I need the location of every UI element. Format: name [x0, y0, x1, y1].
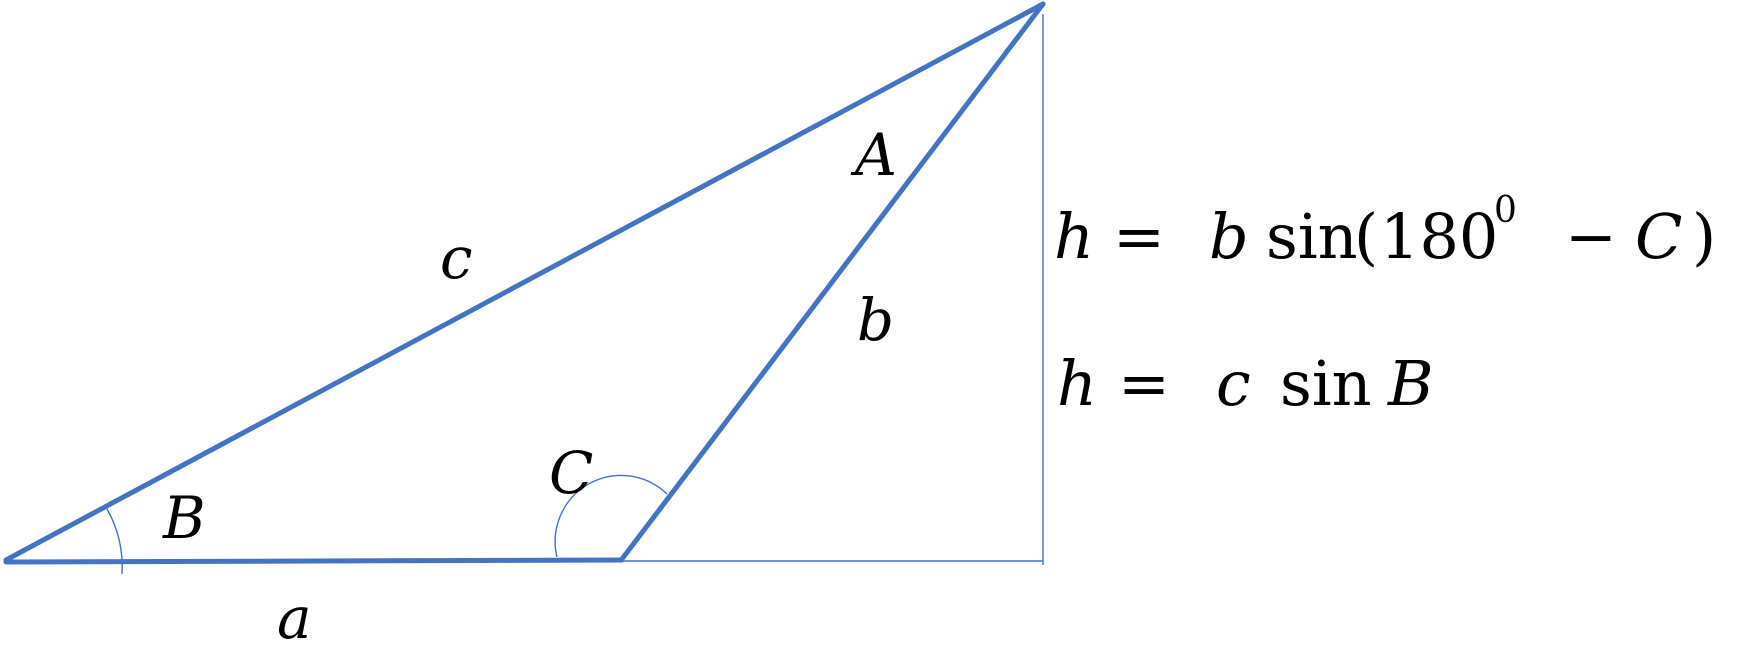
vertex-b-label: B — [162, 484, 206, 552]
eq1-close-paren: ) — [1692, 200, 1716, 273]
eq2-b: B — [1387, 347, 1434, 420]
eq2-h: h — [1057, 347, 1097, 420]
angle-c-arc — [554, 474, 668, 558]
side-c-label: c — [440, 224, 472, 292]
eq1-b: b — [1209, 200, 1249, 273]
eq1-sin: sin — [1266, 200, 1358, 273]
side-a-label: a — [277, 584, 312, 652]
eq1-c: C — [1635, 200, 1682, 273]
side-b-line — [619, 1, 1046, 562]
eq1-equals: = — [1113, 200, 1165, 273]
eq1-number: 180 — [1380, 200, 1498, 273]
equation-height-c: h = c sin B — [1057, 347, 1434, 420]
equation-height-b: h = b sin ( 180 0 − C ) — [1054, 190, 1716, 273]
side-c-line — [3, 1, 1046, 563]
eq2-sin: sin — [1280, 347, 1372, 420]
eq2-equals: = — [1118, 347, 1170, 420]
eq1-h: h — [1054, 200, 1094, 273]
side-a-line — [3, 557, 625, 565]
eq1-superscript: 0 — [1494, 190, 1517, 231]
angle-b-arc — [106, 508, 123, 575]
vertex-c-label: C — [549, 439, 593, 507]
eq1-open-paren: ( — [1354, 200, 1378, 273]
eq1-minus: − — [1565, 200, 1617, 273]
eq2-c: c — [1216, 347, 1251, 420]
vertex-a-label: A — [850, 121, 897, 189]
side-b-label: b — [857, 286, 894, 354]
